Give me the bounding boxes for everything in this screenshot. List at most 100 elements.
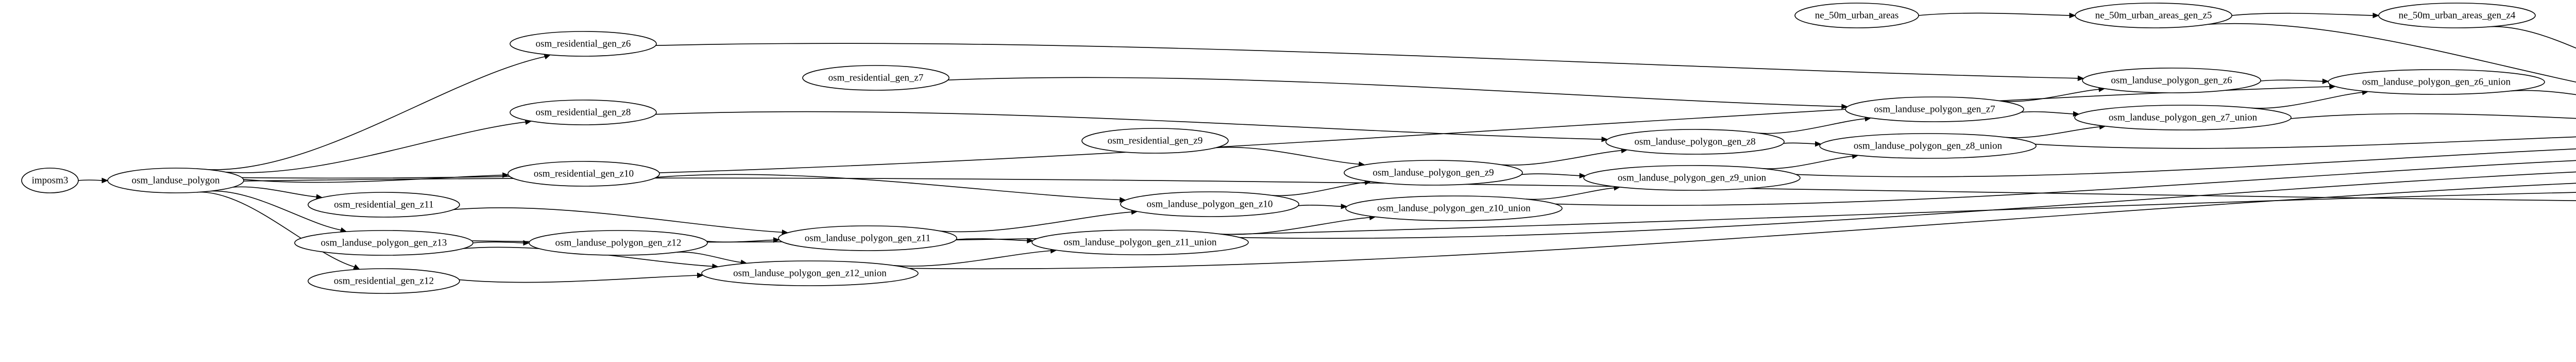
node-osm_landuse_polygon_gen_z6[interactable]: osm_landuse_polygon_gen_z6 <box>2082 68 2261 93</box>
edge-osm_residential_gen_z9--to--osm_landuse_polygon_gen_z9 <box>1215 146 1359 165</box>
node-ellipse-osm_landuse_polygon_gen_z9[interactable] <box>1344 160 1523 186</box>
node-ellipse-osm_landuse_polygon_gen_z10[interactable] <box>1120 191 1299 217</box>
edge-osm_landuse_polygon_gen_z9_union--to--layer_landuse.z9 <box>1795 148 2576 177</box>
node-ellipse-osm_landuse_polygon_gen_z12[interactable] <box>529 230 708 256</box>
edge-osm_residential_gen_z7--to--osm_landuse_polygon_gen_z7 <box>947 77 1842 107</box>
edge-osm_landuse_polygon_gen_z11--to--osm_landuse_polygon_gen_z10 <box>940 211 1132 233</box>
edge-arrowhead <box>773 237 780 243</box>
node-ellipse-osm_landuse_polygon[interactable] <box>107 168 244 193</box>
node-ellipse-ne_50m_urban_areas_gen_z4[interactable] <box>2378 3 2536 28</box>
edge-osm_landuse_polygon_gen_z11_union--to--layer_landuse.z11 <box>1240 171 2576 239</box>
edge-arrowhead <box>2372 12 2380 19</box>
node-ellipse-osm_landuse_polygon_gen_z7[interactable] <box>1845 96 2024 122</box>
edge-osm_residential_gen_z10--to--osm_landuse_polygon_gen_z10 <box>656 174 1120 201</box>
node-osm_landuse_polygon_gen_z13[interactable]: osm_landuse_polygon_gen_z13 <box>294 230 473 256</box>
edge-osm_landuse_polygon--to--osm_landuse_polygon_gen_z13 <box>211 190 341 231</box>
node-ellipse-ne_50m_urban_areas_gen_z5[interactable] <box>2075 3 2232 28</box>
edge-osm_landuse_polygon--to--osm_residential_gen_z11 <box>233 186 317 198</box>
node-ellipse-osm_landuse_polygon_gen_z12_union[interactable] <box>701 260 919 286</box>
node-osm_landuse_polygon_gen_z9[interactable]: osm_landuse_polygon_gen_z9 <box>1344 160 1523 186</box>
node-ellipse-ne_50m_urban_areas[interactable] <box>1794 3 1919 28</box>
edge-arrowhead <box>1815 141 1822 147</box>
node-ellipse-osm_residential_gen_z10[interactable] <box>507 161 660 187</box>
edge-osm_landuse_polygon--to--osm_residential_gen_z12 <box>199 191 355 268</box>
node-osm_residential_gen_z7[interactable]: osm_residential_gen_z7 <box>802 65 950 91</box>
node-osm_landuse_polygon_gen_z12[interactable]: osm_landuse_polygon_gen_z12 <box>529 230 708 256</box>
node-ellipse-osm_landuse_polygon_gen_z7_union[interactable] <box>2074 105 2292 130</box>
edge-osm_landuse_polygon_gen_z13--to--osm_landuse_polygon_gen_z12 <box>472 241 524 243</box>
node-osm_landuse_polygon_gen_z8_union[interactable]: osm_landuse_polygon_gen_z8_union <box>1819 133 2037 159</box>
node-osm_landuse_polygon_gen_z7_union[interactable]: osm_landuse_polygon_gen_z7_union <box>2074 105 2292 130</box>
edge-osm_landuse_polygon_gen_z7_union--to--osm_landuse_polygon_gen_z6_union <box>2251 92 2363 109</box>
node-osm_residential_gen_z10[interactable]: osm_residential_gen_z10 <box>507 161 660 187</box>
edge-osm_landuse_polygon_gen_z10_union--to--layer_landuse.z10 <box>1555 160 2576 206</box>
node-ne_50m_urban_areas[interactable]: ne_50m_urban_areas <box>1794 3 1919 28</box>
node-osm_residential_gen_z9[interactable]: osm_residential_gen_z9 <box>1081 128 1229 154</box>
edge-osm_landuse_polygon_gen_z8_union--to--osm_landuse_polygon_gen_z7_union <box>2005 126 2100 138</box>
node-osm_residential_gen_z11[interactable]: osm_residential_gen_z11 <box>308 192 460 218</box>
edge-arrowhead <box>697 272 704 278</box>
edge-arrowhead <box>1341 203 1348 209</box>
edge-osm_landuse_polygon_gen_z8--to--osm_landuse_polygon_gen_z7 <box>1758 118 1866 134</box>
edge-osm_landuse_polygon_gen_z10--to--osm_landuse_polygon_gen_z9 <box>1272 182 1365 196</box>
edge-ne_50m_urban_areas_gen_z4--to--layer_landuse.z4 <box>2490 26 2576 49</box>
edge-osm_landuse_polygon_gen_z12_union--to--layer_landuse.z12 <box>909 183 2576 270</box>
edge-osm_residential_gen_z8--to--osm_landuse_polygon_gen_z8 <box>655 111 1602 140</box>
node-ellipse-osm_landuse_polygon_gen_z8[interactable] <box>1605 129 1785 155</box>
edge-ne_50m_urban_areas_gen_z5--to--layer_landuse.z5 <box>2208 23 2576 83</box>
edge-osm_landuse_polygon_gen_z9--to--osm_landuse_polygon_gen_z8 <box>1501 150 1622 166</box>
edge-osm_landuse_polygon_gen_z6_union--to--layer_landuse.z6 <box>2511 90 2576 95</box>
node-ellipse-osm_residential_gen_z9[interactable] <box>1081 128 1229 154</box>
edge-osm_landuse_polygon_gen_z12_union--to--osm_landuse_polygon_gen_z11_union <box>893 250 1051 267</box>
node-osm_landuse_polygon_gen_z7[interactable]: osm_landuse_polygon_gen_z7 <box>1845 96 2024 122</box>
edge-osm_residential_gen_z11--to--osm_landuse_polygon_gen_z11 <box>453 207 783 233</box>
edge-osm_residential_gen_z6--to--osm_landuse_polygon_gen_z6 <box>655 43 2078 79</box>
node-ellipse-osm_landuse_polygon_gen_z6_union[interactable] <box>2328 69 2545 95</box>
edge-osm_residential_gen_z12--to--osm_landuse_polygon_gen_z12_union <box>459 275 698 283</box>
node-ellipse-osm_landuse_polygon_gen_z11[interactable] <box>778 225 957 251</box>
edge-arrowhead <box>2069 12 2076 19</box>
node-osm_landuse_polygon_gen_z9_union[interactable]: osm_landuse_polygon_gen_z9_union <box>1583 165 1801 191</box>
node-osm_landuse_polygon_gen_z10_union[interactable]: osm_landuse_polygon_gen_z10_union <box>1345 195 1563 221</box>
node-ellipse-osm_residential_gen_z8[interactable] <box>510 100 657 125</box>
node-ellipse-osm_landuse_polygon_gen_z10_union[interactable] <box>1345 195 1563 221</box>
node-ellipse-osm_residential_gen_z6[interactable] <box>510 31 657 57</box>
edge-arrowhead <box>353 264 361 270</box>
node-osm_residential_gen_z6[interactable]: osm_residential_gen_z6 <box>510 31 657 57</box>
edge-osm_landuse_polygon_gen_z11_union--to--osm_landuse_polygon_gen_z10_union <box>1218 217 1370 235</box>
node-ellipse-osm_landuse_polygon_gen_z9_union[interactable] <box>1583 165 1801 191</box>
node-osm_landuse_polygon_gen_z6_union[interactable]: osm_landuse_polygon_gen_z6_union <box>2328 69 2545 95</box>
node-osm_landuse_polygon[interactable]: osm_landuse_polygon <box>107 168 244 193</box>
node-imposm3[interactable]: imposm3 <box>21 168 79 193</box>
node-osm_landuse_polygon_gen_z11[interactable]: osm_landuse_polygon_gen_z11 <box>778 225 957 251</box>
node-ne_50m_urban_areas_gen_z5[interactable]: ne_50m_urban_areas_gen_z5 <box>2075 3 2232 28</box>
node-osm_landuse_polygon_gen_z8[interactable]: osm_landuse_polygon_gen_z8 <box>1605 129 1785 155</box>
edge-osm_landuse_polygon_gen_z7--to--osm_landuse_polygon_gen_z7_union <box>2021 111 2074 114</box>
edge-arrowhead <box>1841 104 1849 109</box>
node-ellipse-osm_residential_gen_z7[interactable] <box>802 65 950 91</box>
edge-osm_landuse_polygon_gen_z10_union--to--osm_landuse_polygon_gen_z9_union <box>1526 187 1615 200</box>
node-osm_residential_gen_z12[interactable]: osm_residential_gen_z12 <box>308 268 460 294</box>
edge-osm_landuse_polygon_gen_z6--to--osm_landuse_polygon_gen_z6_union <box>2260 79 2323 82</box>
edge-arrowhead <box>1601 136 1608 142</box>
node-ellipse-imposm3[interactable] <box>21 168 79 193</box>
edge-osm_landuse_polygon_gen_z12--to--osm_landuse_polygon_gen_z12_union <box>676 252 741 263</box>
edge-arrowhead <box>101 177 109 184</box>
node-osm_landuse_polygon_gen_z10[interactable]: osm_landuse_polygon_gen_z10 <box>1120 191 1299 217</box>
node-osm_landuse_polygon_gen_z11_union[interactable]: osm_landuse_polygon_gen_z11_union <box>1031 229 1249 255</box>
edge-osm_landuse_polygon_gen_z8--to--osm_landuse_polygon_gen_z8_union <box>1783 142 1816 144</box>
node-ellipse-osm_landuse_polygon_gen_z11_union[interactable] <box>1031 229 1249 255</box>
node-ellipse-osm_residential_gen_z11[interactable] <box>308 192 460 218</box>
edge-osm_landuse_polygon_gen_z9--to--osm_landuse_polygon_gen_z9_union <box>1521 173 1580 176</box>
edge-arrowhead <box>2322 78 2329 85</box>
node-ellipse-osm_landuse_polygon_gen_z8_union[interactable] <box>1819 133 2037 159</box>
node-ellipse-osm_residential_gen_z12[interactable] <box>308 268 460 294</box>
edge-ne_50m_urban_areas--to--ne_50m_urban_areas_gen_z5 <box>1918 12 2070 16</box>
node-osm_residential_gen_z8[interactable]: osm_residential_gen_z8 <box>510 100 657 125</box>
node-ellipse-osm_landuse_polygon_gen_z6[interactable] <box>2082 68 2261 93</box>
node-ellipse-osm_landuse_polygon_gen_z13[interactable] <box>294 230 473 256</box>
node-ne_50m_urban_areas_gen_z4[interactable]: ne_50m_urban_areas_gen_z4 <box>2378 3 2536 28</box>
node-osm_landuse_polygon_gen_z12_union[interactable]: osm_landuse_polygon_gen_z12_union <box>701 260 919 286</box>
